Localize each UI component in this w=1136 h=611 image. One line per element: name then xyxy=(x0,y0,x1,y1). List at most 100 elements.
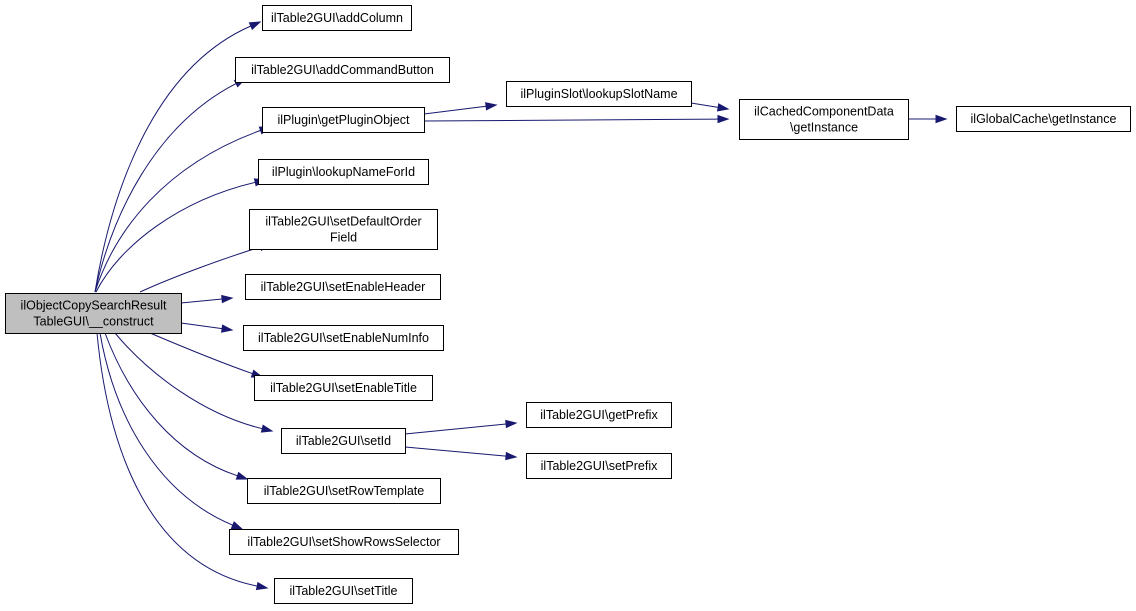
edge-line-root-to-setEnableHeader xyxy=(180,298,223,304)
node-box-getPrefix xyxy=(526,402,672,428)
node-setShowRowsSelector[interactable]: ilTable2GUI\setShowRowsSelector xyxy=(229,529,459,555)
edge-root-to-setRowTemplate xyxy=(104,332,249,480)
node-getPluginObject[interactable]: ilPlugin\getPluginObject xyxy=(262,107,425,133)
arrowhead-setId-to-setPrefix xyxy=(505,451,518,461)
node-addColumn[interactable]: ilTable2GUI\addColumn xyxy=(262,5,412,31)
edge-line-root-to-setRowTemplate xyxy=(104,332,238,477)
edge-line-root-to-setId xyxy=(114,332,263,430)
edge-line-root-to-setTitle xyxy=(96,332,258,587)
edge-line-root-to-setShowRowsSelector xyxy=(99,332,233,526)
node-box-setRowTemplate xyxy=(247,478,441,504)
edge-setId-to-setPrefix xyxy=(404,446,518,461)
edge-getPluginObject-to-lookupSlotName xyxy=(423,102,498,115)
node-label-cachedGetInstance-line2: \getInstance xyxy=(790,121,858,135)
node-setEnableHeader[interactable]: ilTable2GUI\setEnableHeader xyxy=(245,274,441,300)
edge-line-root-to-setEnableNumInfo xyxy=(180,322,223,330)
edge-getPluginObject-to-cachedGetInstance xyxy=(423,114,730,124)
edge-line-root-to-lookupNameForId xyxy=(95,181,256,293)
node-label-setRowTemplate: ilTable2GUI\setRowTemplate xyxy=(264,484,425,498)
node-label-globalCacheGetInstance: ilGlobalCache\getInstance xyxy=(971,112,1117,126)
arrowhead-root-to-setRowTemplate xyxy=(235,471,249,480)
edge-line-setId-to-setPrefix xyxy=(404,446,507,457)
node-label-cachedGetInstance-line1: ilCachedComponentData xyxy=(754,105,894,119)
node-root[interactable]: ilObjectCopySearchResultTableGUI\__const… xyxy=(5,293,182,334)
node-label-setDefaultOrderField-line1: ilTable2GUI\setDefaultOrder xyxy=(265,215,421,229)
node-box-root xyxy=(5,293,182,334)
nodes-layer: ilObjectCopySearchResultTableGUI\__const… xyxy=(5,5,1131,604)
edge-line-setId-to-getPrefix xyxy=(404,423,507,435)
node-box-lookupSlotName xyxy=(506,81,692,107)
node-box-lookupNameForId xyxy=(258,159,429,185)
arrowhead-root-to-setId xyxy=(260,424,274,433)
node-label-getPrefix: ilTable2GUI\getPrefix xyxy=(540,408,658,422)
edge-setId-to-getPrefix xyxy=(404,419,518,435)
node-label-setEnableHeader: ilTable2GUI\setEnableHeader xyxy=(261,280,426,294)
node-box-setTitle xyxy=(274,578,413,604)
edge-line-root-to-addColumn xyxy=(94,25,252,293)
node-box-addColumn xyxy=(262,5,412,31)
node-box-setEnableTitle xyxy=(254,375,433,401)
node-label-getPluginObject: ilPlugin\getPluginObject xyxy=(277,113,410,127)
node-box-setDefaultOrderField xyxy=(249,209,438,250)
edge-line-lookupSlotName-to-cachedGetInstance xyxy=(690,102,719,108)
edge-line-root-to-setDefaultOrderField xyxy=(139,246,261,293)
node-box-getPluginObject xyxy=(262,107,425,133)
node-box-setId xyxy=(281,428,406,454)
node-label-root-line1: ilObjectCopySearchResult xyxy=(21,299,167,313)
node-label-lookupNameForId: ilPlugin\lookupNameForId xyxy=(272,165,415,179)
node-lookupNameForId[interactable]: ilPlugin\lookupNameForId xyxy=(258,159,429,185)
node-box-addCommandButton xyxy=(235,57,450,83)
edge-line-root-to-getPluginObject xyxy=(94,129,261,293)
edge-root-to-setEnableNumInfo xyxy=(180,322,234,333)
edge-line-getPluginObject-to-lookupSlotName xyxy=(423,105,487,115)
arrowhead-root-to-addColumn xyxy=(248,21,262,31)
node-label-setId: ilTable2GUI\setId xyxy=(296,434,391,448)
arrowhead-root-to-setTitle xyxy=(255,581,269,591)
node-setTitle[interactable]: ilTable2GUI\setTitle xyxy=(274,578,413,604)
node-label-lookupSlotName: ilPluginSlot\lookupSlotName xyxy=(520,87,677,101)
node-box-globalCacheGetInstance xyxy=(956,106,1131,132)
node-label-root-line2: TableGUI\__construct xyxy=(33,315,154,329)
arrowhead-root-to-setShowRowsSelector xyxy=(230,521,244,530)
node-box-setEnableHeader xyxy=(245,274,441,300)
arrowhead-setId-to-getPrefix xyxy=(505,419,518,429)
node-label-setDefaultOrderField-line2: Field xyxy=(330,231,357,245)
edge-root-to-addColumn xyxy=(94,21,262,293)
arrowhead-getPluginObject-to-lookupSlotName xyxy=(485,102,498,111)
edge-root-to-setTitle xyxy=(96,332,269,591)
edge-line-getPluginObject-to-cachedGetInstance xyxy=(423,118,719,122)
arrowhead-cachedGetInstance-to-globalCacheGetInstance xyxy=(935,114,948,124)
edge-lookupSlotName-to-cachedGetInstance xyxy=(690,102,730,112)
node-label-setTitle: ilTable2GUI\setTitle xyxy=(290,584,398,598)
node-setEnableTitle[interactable]: ilTable2GUI\setEnableTitle xyxy=(254,375,433,401)
node-label-addColumn: ilTable2GUI\addColumn xyxy=(271,11,403,25)
node-setEnableNumInfo[interactable]: ilTable2GUI\setEnableNumInfo xyxy=(243,325,444,351)
edge-line-root-to-addCommandButton xyxy=(94,83,237,293)
node-addCommandButton[interactable]: ilTable2GUI\addCommandButton xyxy=(235,57,450,83)
node-label-setShowRowsSelector: ilTable2GUI\setShowRowsSelector xyxy=(247,535,440,549)
node-label-setEnableTitle: ilTable2GUI\setEnableTitle xyxy=(270,381,417,395)
edge-root-to-setShowRowsSelector xyxy=(99,332,244,530)
node-setRowTemplate[interactable]: ilTable2GUI\setRowTemplate xyxy=(247,478,441,504)
arrowhead-root-to-setEnableHeader xyxy=(221,294,234,304)
node-setPrefix[interactable]: ilTable2GUI\setPrefix xyxy=(526,453,672,479)
node-cachedGetInstance[interactable]: ilCachedComponentData \getInstance xyxy=(739,99,909,140)
node-label-setPrefix: ilTable2GUI\setPrefix xyxy=(541,459,658,473)
node-box-cachedGetInstance xyxy=(739,99,909,140)
node-getPrefix[interactable]: ilTable2GUI\getPrefix xyxy=(526,402,672,428)
node-box-setEnableNumInfo xyxy=(243,325,444,351)
edge-root-to-setId xyxy=(114,332,274,433)
node-setId[interactable]: ilTable2GUI\setId xyxy=(281,428,406,454)
node-box-setPrefix xyxy=(526,453,672,479)
arrowhead-root-to-setEnableNumInfo xyxy=(221,324,234,333)
edge-line-root-to-setEnableTitle xyxy=(149,332,253,375)
edge-cachedGetInstance-to-globalCacheGetInstance xyxy=(908,114,948,124)
arrowhead-getPluginObject-to-cachedGetInstance xyxy=(717,114,730,124)
node-lookupSlotName[interactable]: ilPluginSlot\lookupSlotName xyxy=(506,81,692,107)
node-label-addCommandButton: ilTable2GUI\addCommandButton xyxy=(251,63,434,77)
node-globalCacheGetInstance[interactable]: ilGlobalCache\getInstance xyxy=(956,106,1131,132)
edge-root-to-setEnableHeader xyxy=(180,294,234,304)
node-box-setShowRowsSelector xyxy=(229,529,459,555)
